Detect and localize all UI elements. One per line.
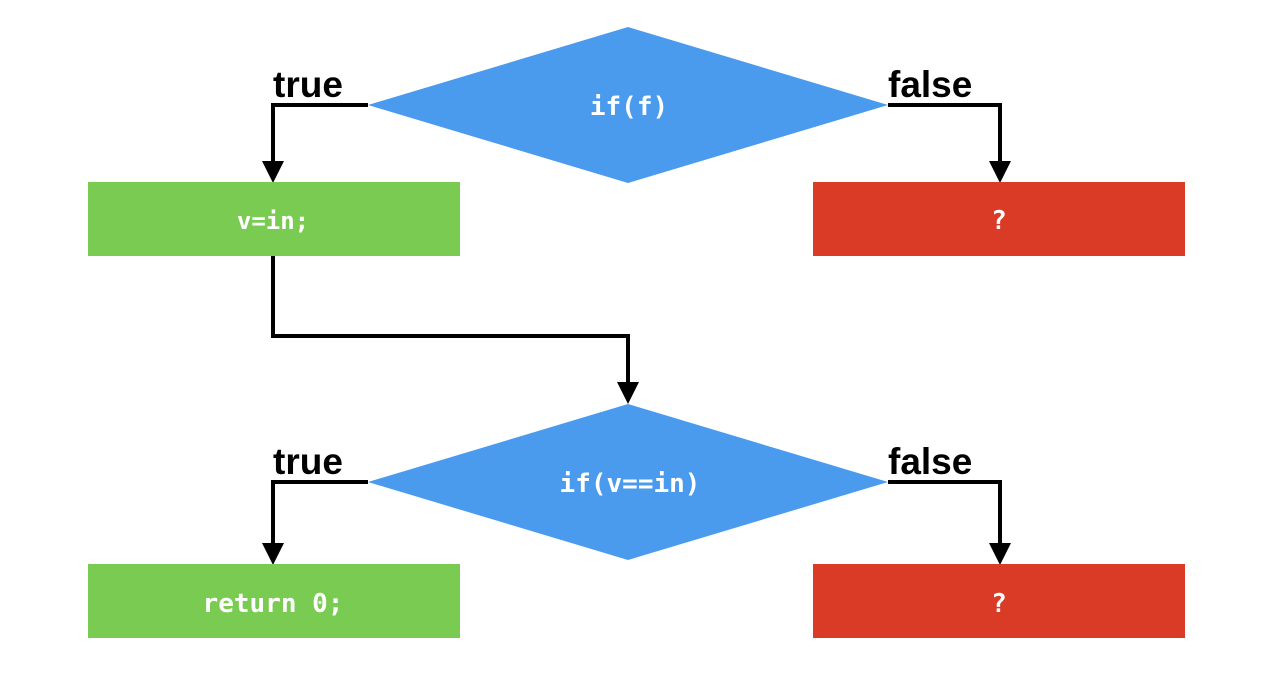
process-node-return-zero[interactable] bbox=[88, 564, 460, 638]
unknown-node-bottom[interactable] bbox=[813, 564, 1185, 638]
edge-if-v-true-line bbox=[271, 480, 368, 554]
edge-v-assign-next-line bbox=[271, 256, 630, 393]
process-node-v-assign[interactable] bbox=[88, 182, 460, 256]
unknown-node-top[interactable] bbox=[813, 182, 1185, 256]
unknown-bottom-label: ? bbox=[991, 589, 1007, 619]
edge-label-false-bottom: false bbox=[888, 441, 972, 482]
decision-node-if-v-eq-in[interactable] bbox=[368, 404, 888, 560]
edge-if-f-false-line bbox=[888, 103, 1002, 172]
decision-if-f-label: if(f) bbox=[590, 92, 668, 122]
decision-node-if-f[interactable] bbox=[368, 27, 888, 183]
edge-if-v-false-arrowhead bbox=[989, 543, 1011, 565]
edge-if-f-true-arrowhead bbox=[262, 161, 284, 183]
edge-label-true-top: true bbox=[273, 64, 343, 105]
edge-if-f-true-line bbox=[271, 103, 368, 172]
edge-if-f-false-arrowhead bbox=[989, 161, 1011, 183]
unknown-top-label: ? bbox=[991, 206, 1007, 236]
process-return-zero-label: return 0; bbox=[203, 589, 344, 619]
process-v-assign-label: v=in; bbox=[237, 207, 309, 235]
decision-if-v-eq-in-label: if(v==in) bbox=[560, 469, 701, 499]
edge-if-v-true-arrowhead bbox=[262, 543, 284, 565]
edge-v-assign-next-arrowhead bbox=[617, 382, 639, 404]
edge-if-v-false-line bbox=[888, 480, 1002, 554]
edge-label-false-top: false bbox=[888, 64, 972, 105]
edge-label-true-bottom: true bbox=[273, 441, 343, 482]
